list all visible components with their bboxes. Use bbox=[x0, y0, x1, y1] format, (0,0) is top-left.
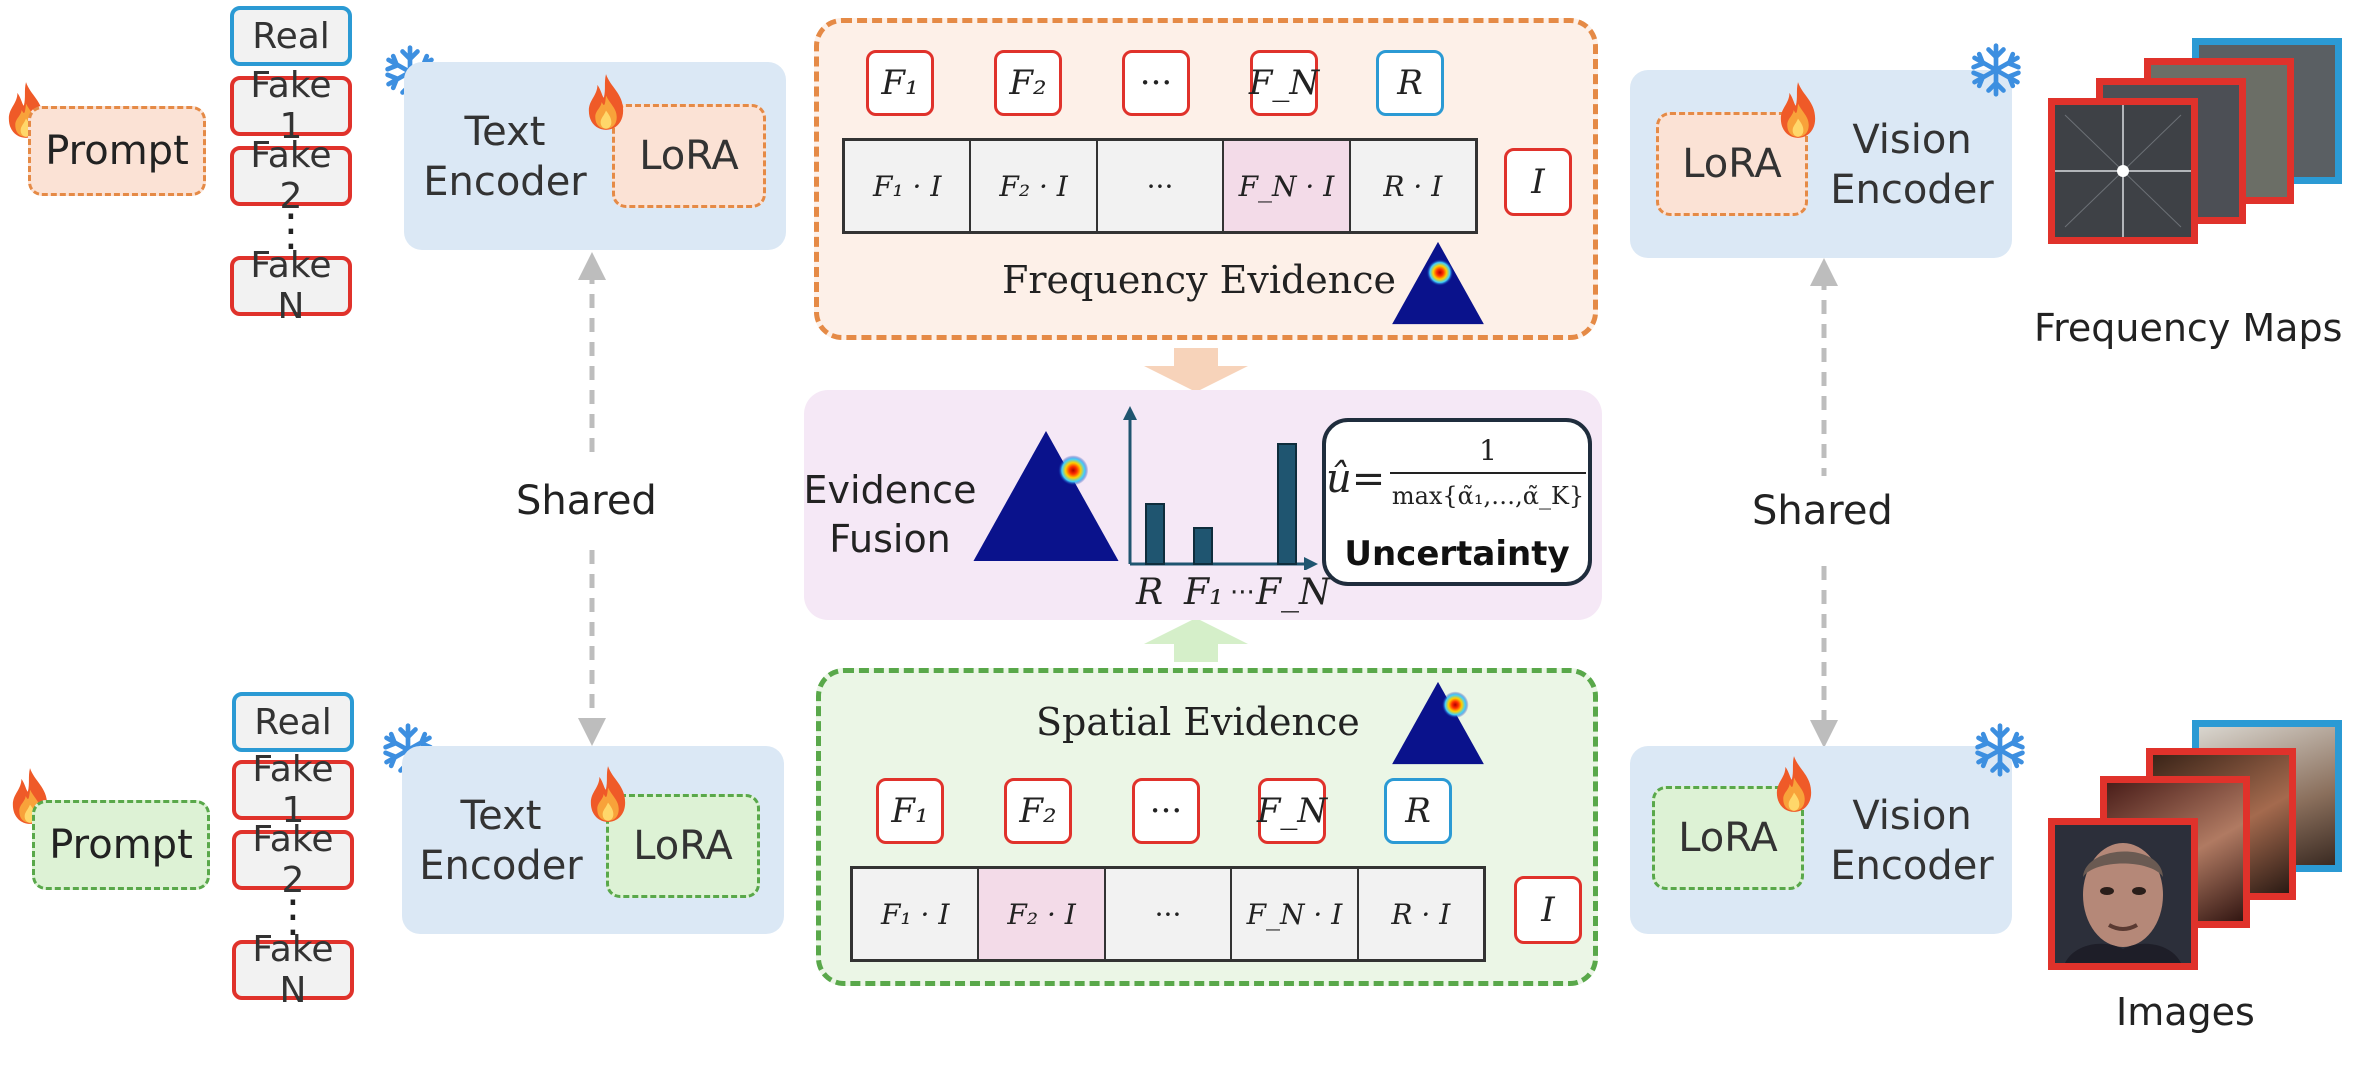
bar-label-fN: F_N bbox=[1256, 572, 1331, 613]
token-f2-top: F₂ bbox=[994, 50, 1062, 116]
simplex-heatmap-icon bbox=[1392, 241, 1484, 325]
evidence-bar bbox=[1277, 443, 1297, 565]
shared-label-left: Shared bbox=[516, 478, 657, 524]
snowflake-icon bbox=[1972, 722, 2028, 778]
bar-label-f1: F₁ bbox=[1184, 572, 1224, 613]
freq-cell: F₁ · I bbox=[845, 141, 972, 231]
fire-icon bbox=[1776, 80, 1820, 140]
vertical-ellipsis-bottom: ⋮ bbox=[271, 891, 315, 942]
spatial-sequence: F₁ · I F₂ · I ··· F_N · I R · I bbox=[850, 866, 1486, 962]
vertical-ellipsis-top: ⋮ bbox=[269, 205, 313, 256]
token-dots-bottom: ··· bbox=[1132, 778, 1200, 844]
token-r-top: R bbox=[1376, 50, 1444, 116]
token-f2-bottom: F₂ bbox=[1004, 778, 1072, 844]
prompt-box-bottom: Prompt bbox=[32, 800, 210, 890]
fraction-bar bbox=[1390, 472, 1586, 474]
vision-encoder-bottom-label: Vision Encoder bbox=[1830, 793, 1994, 889]
token-r-bottom: R bbox=[1384, 778, 1452, 844]
images-label: Images bbox=[2116, 990, 2255, 1034]
down-arrow-orange bbox=[1144, 348, 1248, 392]
evidence-bar-chart bbox=[1123, 406, 1318, 570]
uncertainty-denominator: max{α̃₁,…,α̃_K} bbox=[1391, 482, 1585, 510]
token-i-bottom: I bbox=[1514, 876, 1582, 944]
uncertainty-lhs: û= bbox=[1326, 456, 1386, 502]
spatial-cell: F₁ · I bbox=[853, 869, 980, 959]
frequency-evidence-title: Frequency Evidence bbox=[1002, 258, 1397, 302]
shared-arrow-left bbox=[578, 252, 606, 746]
spatial-cell: R · I bbox=[1391, 897, 1451, 931]
bar-label-r: R bbox=[1136, 572, 1164, 613]
frequency-maps-label: Frequency Maps bbox=[2034, 306, 2343, 350]
freq-cell-highlighted: F_N · I bbox=[1224, 141, 1351, 231]
evidence-bar bbox=[1145, 503, 1165, 565]
token-dots-top: ··· bbox=[1122, 50, 1190, 116]
class-fake2-top: Fake 2 bbox=[230, 135, 352, 217]
shared-label-right: Shared bbox=[1752, 488, 1893, 534]
freq-cell: F₂ · I bbox=[971, 141, 1098, 231]
snowflake-icon bbox=[1968, 42, 2024, 98]
frequency-sequence: F₁ · I F₂ · I ··· F_N · I R · I bbox=[842, 138, 1478, 234]
class-fake2-bottom: Fake 2 bbox=[232, 819, 354, 901]
fire-icon bbox=[1772, 754, 1816, 814]
spatial-cell: ··· bbox=[1106, 869, 1233, 959]
token-f1-top: F₁ bbox=[866, 50, 934, 116]
class-fake1-top: Fake 1 bbox=[230, 65, 352, 147]
text-encoder-top-label: Text Encoder bbox=[423, 109, 587, 205]
simplex-heatmap-icon bbox=[973, 431, 1119, 561]
lora-vision-bottom: LoRA bbox=[1652, 786, 1804, 890]
spatial-cell: F_N · I bbox=[1232, 869, 1359, 959]
uncertainty-numerator: 1 bbox=[1479, 433, 1497, 467]
freq-cell: ··· bbox=[1098, 141, 1225, 231]
spatial-cell-highlighted: F₂ · I bbox=[979, 869, 1106, 959]
frequency-map-image bbox=[2048, 98, 2198, 244]
text-encoder-bottom-label: Text Encoder bbox=[419, 793, 583, 889]
class-real-bottom: Real bbox=[232, 692, 354, 752]
spatial-evidence-title: Spatial Evidence bbox=[1036, 700, 1360, 744]
token-i-top: I bbox=[1504, 148, 1572, 216]
shared-arrow-right bbox=[1810, 258, 1838, 748]
uncertainty-label: Uncertainty bbox=[1344, 534, 1570, 574]
token-fN-bottom: F_N bbox=[1257, 778, 1327, 844]
evidence-fusion-label: Evidence Fusion bbox=[803, 467, 977, 561]
class-fakeN-bottom: Fake N bbox=[232, 929, 354, 1011]
lora-text-top: LoRA bbox=[612, 104, 766, 208]
simplex-heatmap-icon bbox=[1392, 681, 1484, 765]
lora-vision-top: LoRA bbox=[1656, 112, 1808, 216]
lora-text-bottom: LoRA bbox=[606, 794, 760, 898]
evidence-bar bbox=[1193, 527, 1213, 565]
bar-label-dots: ··· bbox=[1230, 578, 1255, 608]
face-image bbox=[2048, 818, 2198, 970]
uncertainty-box bbox=[1322, 418, 1592, 586]
fire-icon bbox=[584, 72, 628, 132]
prompt-box-top: Prompt bbox=[28, 106, 206, 196]
class-real-top: Real bbox=[230, 6, 352, 66]
class-fakeN-top: Fake N bbox=[230, 245, 352, 327]
class-fake1-bottom: Fake 1 bbox=[232, 749, 354, 831]
freq-cell: R · I bbox=[1383, 169, 1443, 203]
fire-icon bbox=[586, 764, 630, 824]
token-f1-bottom: F₁ bbox=[876, 778, 944, 844]
vision-encoder-top-label: Vision Encoder bbox=[1830, 117, 1994, 213]
token-fN-top: F_N bbox=[1249, 50, 1319, 116]
up-arrow-green bbox=[1144, 618, 1248, 662]
